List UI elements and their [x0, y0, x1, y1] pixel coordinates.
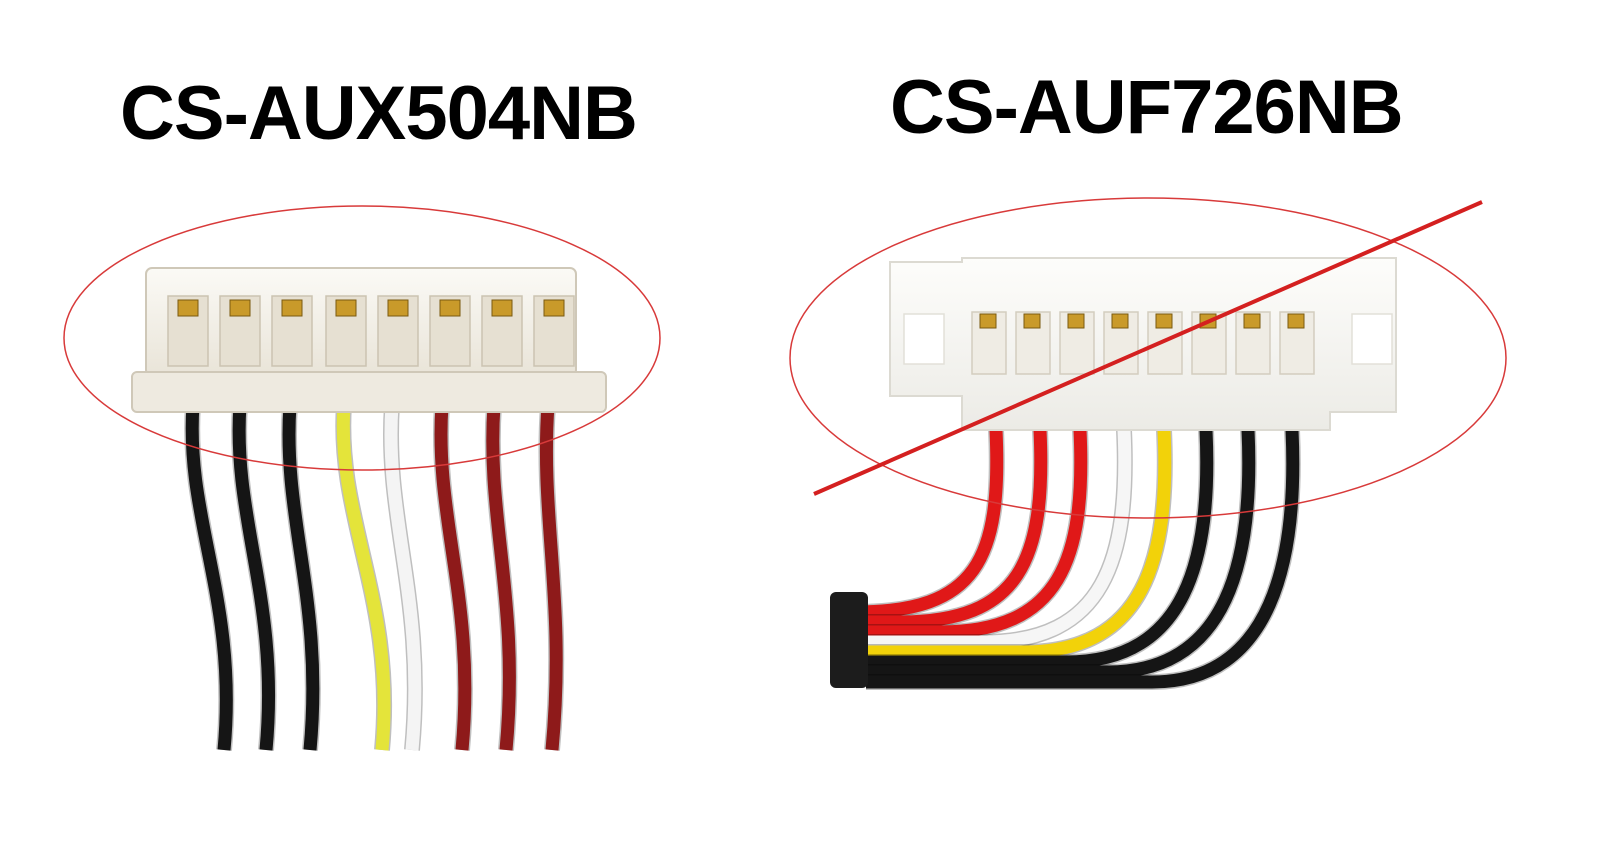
right-latch-right — [1351, 313, 1393, 365]
left-model-label: CS-AUX504NB — [120, 71, 638, 156]
right-wire — [866, 429, 1088, 639]
right-wire-bundle — [855, 429, 1301, 690]
left-wire — [282, 404, 320, 751]
right-gold-contact — [1111, 313, 1129, 329]
right-contact-slot — [1279, 311, 1315, 375]
left-housing-base — [131, 371, 607, 413]
right-gold-contact — [1155, 313, 1173, 329]
right-gold-contact — [1287, 313, 1305, 329]
left-wire — [486, 404, 516, 751]
left-gold-contact — [491, 299, 513, 317]
left-contact-slots — [167, 295, 575, 367]
left-highlight-ellipse — [63, 205, 661, 471]
left-gold-contact — [281, 299, 303, 317]
right-wire-shadow — [855, 429, 1005, 620]
left-contact-slot — [167, 295, 209, 367]
left-gold-contact — [439, 299, 461, 317]
right-latch-left — [903, 313, 945, 365]
left-connector — [63, 205, 661, 751]
right-connector — [789, 197, 1507, 690]
left-gold-contact — [387, 299, 409, 317]
right-wire — [866, 429, 1132, 649]
right-wire — [866, 429, 1214, 669]
left-wire — [539, 404, 563, 751]
right-contact-slots — [971, 311, 1315, 375]
left-wire — [232, 404, 275, 751]
left-contact-slot — [325, 295, 367, 367]
right-gold-contact — [979, 313, 997, 329]
left-wire-bundle — [184, 404, 565, 751]
left-gold-contact — [335, 299, 357, 317]
right-wire — [855, 429, 1004, 619]
right-gold-contact — [1067, 313, 1085, 329]
right-housing — [889, 257, 1397, 431]
right-wire — [866, 429, 1172, 659]
left-wire — [384, 404, 422, 751]
left-gold-contact — [229, 299, 251, 317]
right-model-label: CS-AUF726NB — [890, 65, 1404, 150]
right-wire — [866, 429, 1300, 689]
left-wire — [336, 404, 391, 751]
right-gold-contact — [1023, 313, 1041, 329]
right-highlight-ellipse — [789, 197, 1507, 519]
left-gold-contact — [543, 299, 565, 317]
right-wire — [866, 429, 1048, 629]
left-wire — [434, 404, 472, 751]
right-cable-sleeve — [830, 592, 868, 688]
left-gold-contact — [177, 299, 199, 317]
left-wire — [185, 404, 233, 751]
right-gold-contact — [1243, 313, 1261, 329]
right-wire — [866, 429, 1256, 679]
cross-out-line — [813, 200, 1483, 496]
